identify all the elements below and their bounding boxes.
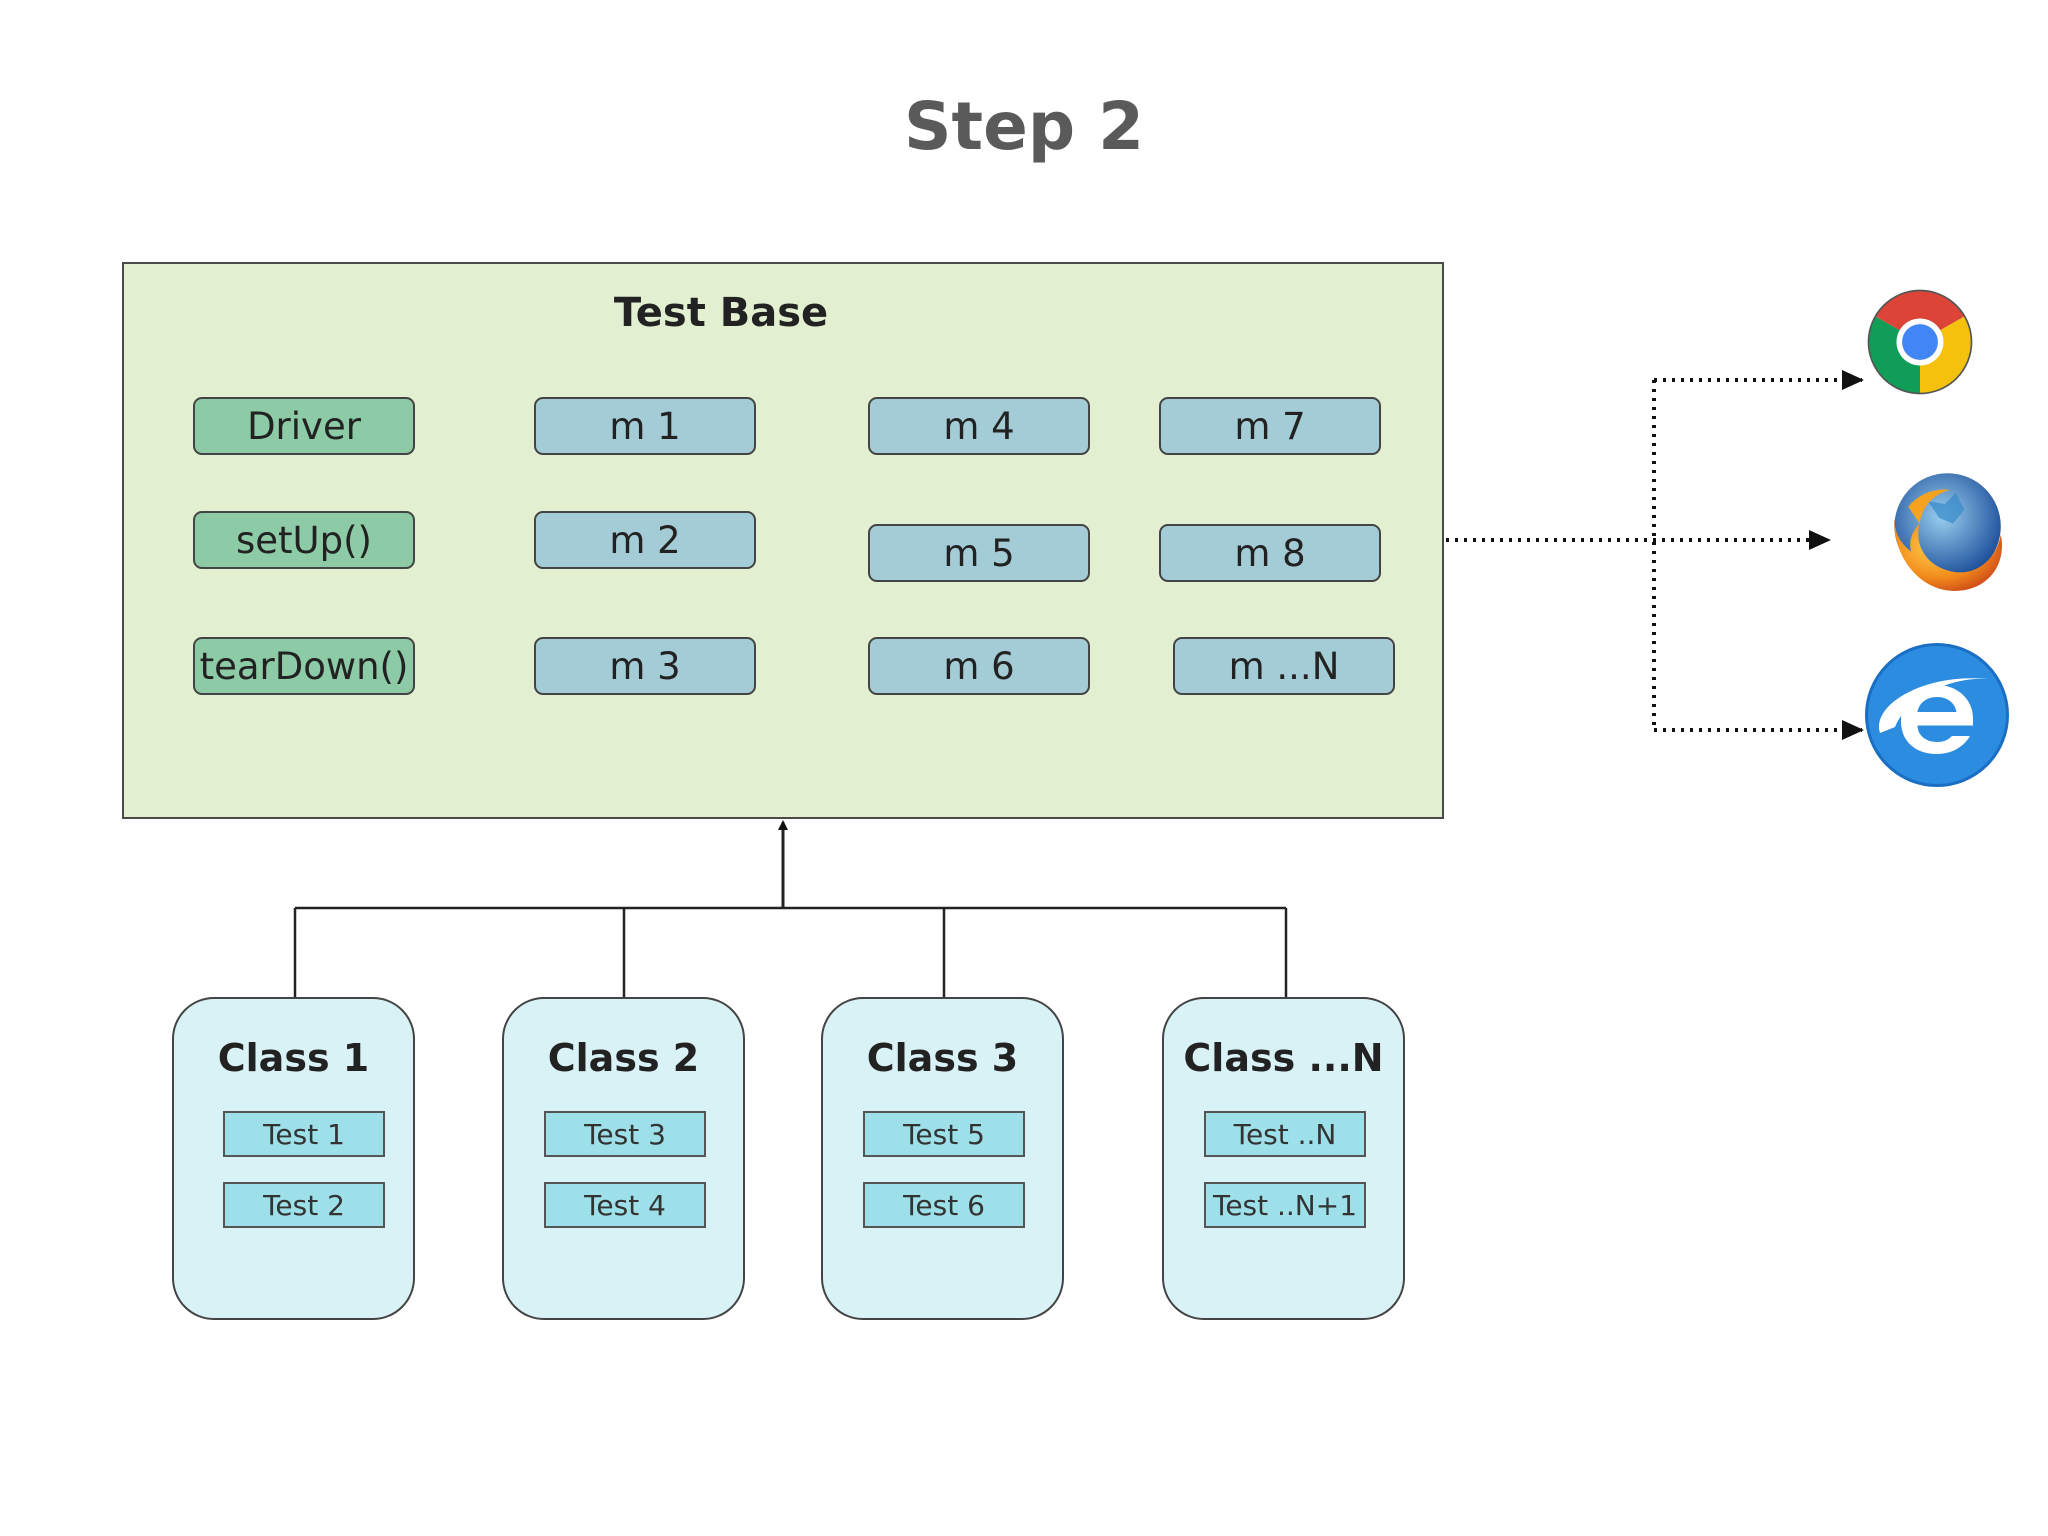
class-box-2: Class 2 Test 3 Test 4	[502, 997, 745, 1320]
test-base-title: Test Base	[613, 290, 829, 336]
test-cell: Test 3	[544, 1111, 706, 1157]
class-box-1: Class 1 Test 1 Test 2	[172, 997, 415, 1320]
test-cell: Test 2	[223, 1182, 385, 1228]
firefox-icon	[1894, 473, 2002, 591]
method-box-m7: m 7	[1159, 397, 1381, 455]
driver-box: Driver	[193, 397, 415, 455]
method-box-m6: m 6	[868, 637, 1090, 695]
class-name: Class 1	[217, 1036, 370, 1080]
class-box-n: Class ...N Test ..N Test ..N+1	[1162, 997, 1405, 1320]
method-box-m5: m 5	[868, 524, 1090, 582]
test-cell: Test 5	[863, 1111, 1025, 1157]
inheritance-lines	[293, 906, 1288, 997]
test-cell: Test 6	[863, 1182, 1025, 1228]
chrome-icon	[1867, 289, 1973, 395]
method-box-m4: m 4	[868, 397, 1090, 455]
class-name: Class 3	[866, 1036, 1019, 1080]
test-cell: Test 4	[544, 1182, 706, 1228]
method-box-mN: m ...N	[1173, 637, 1395, 695]
class-name: Class ...N	[1183, 1036, 1384, 1080]
test-cell: Test ..N+1	[1204, 1182, 1366, 1228]
internet-explorer-icon	[1865, 643, 2009, 787]
teardown-box: tearDown()	[193, 637, 415, 695]
method-box-m1: m 1	[534, 397, 756, 455]
test-cell: Test 1	[223, 1111, 385, 1157]
diagram-title: Step 2	[904, 88, 1144, 165]
class-box-3: Class 3 Test 5 Test 6	[821, 997, 1064, 1320]
setup-box: setUp()	[193, 511, 415, 569]
method-box-m2: m 2	[534, 511, 756, 569]
browser-connectors	[1446, 370, 1864, 740]
method-box-m3: m 3	[534, 637, 756, 695]
test-cell: Test ..N	[1204, 1111, 1366, 1157]
method-box-m8: m 8	[1159, 524, 1381, 582]
class-name: Class 2	[547, 1036, 700, 1080]
